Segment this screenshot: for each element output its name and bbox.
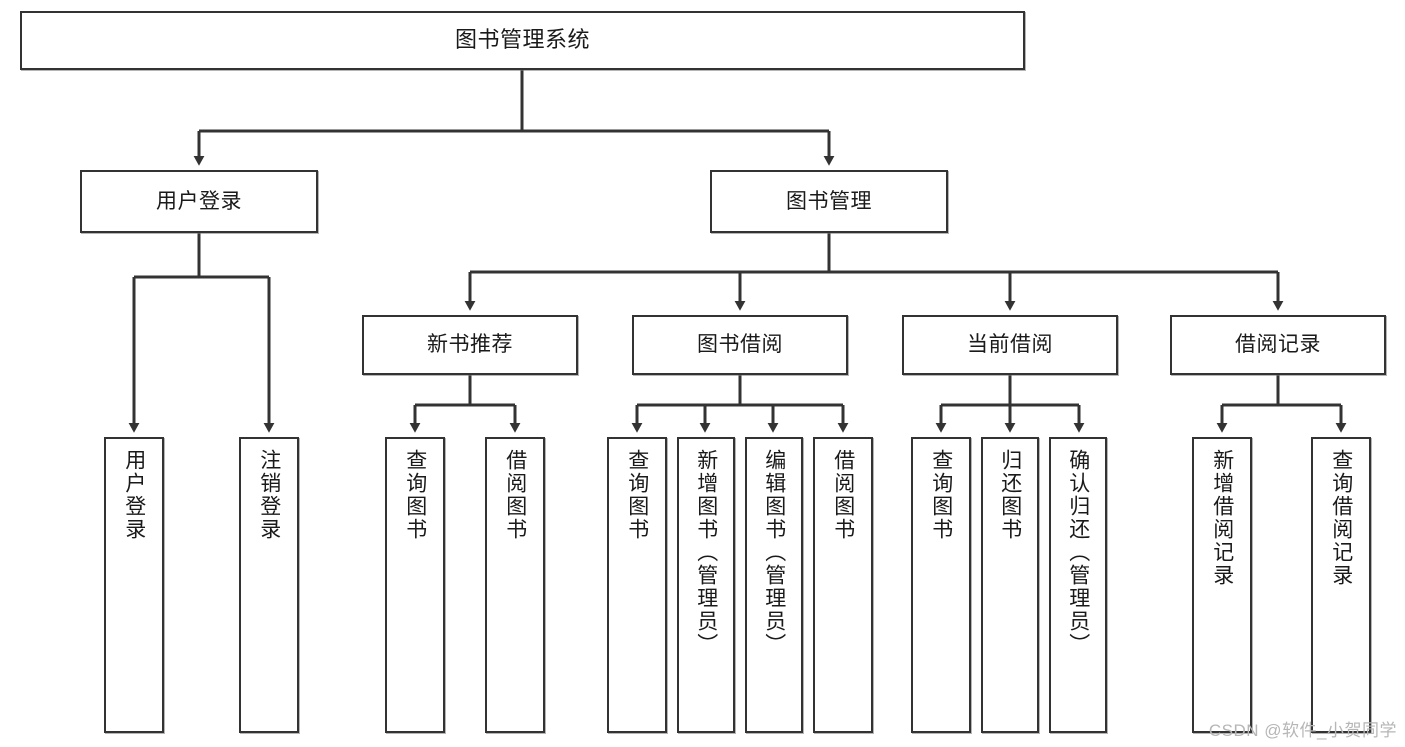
node-book-manage[interactable]: 图书管理 [710,170,948,233]
node-borrow-record-label: 借阅记录 [1235,333,1321,357]
node-leaf-return-book[interactable]: 归还图书 [981,437,1039,733]
node-leaf-return-book-label: 归还图书 [998,449,1022,541]
node-leaf-borrow-book-1[interactable]: 借阅图书 [485,437,545,733]
node-leaf-add-book[interactable]: 新增图书（管理员） [677,437,735,733]
node-leaf-borrow-book-2-label: 借阅图书 [831,449,855,541]
node-leaf-query-book-3[interactable]: 查询图书 [911,437,971,733]
node-leaf-user-logout[interactable]: 注销登录 [239,437,299,733]
watermark: CSDN @软件_小贺同学 [1208,721,1397,740]
node-leaf-add-book-label: 新增图书（管理员） [694,449,718,656]
node-leaf-confirm-return[interactable]: 确认归还（管理员） [1049,437,1107,733]
node-leaf-user-login-label: 用户登录 [122,449,146,541]
node-root-label: 图书管理系统 [454,27,590,53]
node-book-borrow-label: 图书借阅 [697,333,783,357]
node-leaf-add-record-label: 新增借阅记录 [1210,449,1234,587]
node-leaf-edit-book[interactable]: 编辑图书（管理员） [745,437,803,733]
node-root[interactable]: 图书管理系统 [20,11,1025,70]
node-new-book-recommend[interactable]: 新书推荐 [362,315,578,375]
node-borrow-record[interactable]: 借阅记录 [1170,315,1386,375]
node-leaf-borrow-book-1-label: 借阅图书 [503,449,527,541]
node-leaf-query-record-label: 查询借阅记录 [1329,449,1353,587]
node-leaf-query-book-1[interactable]: 查询图书 [385,437,445,733]
node-leaf-user-logout-label: 注销登录 [257,449,281,541]
node-leaf-query-book-1-label: 查询图书 [403,449,427,541]
node-leaf-user-login[interactable]: 用户登录 [104,437,164,733]
node-leaf-query-book-2-label: 查询图书 [625,449,649,541]
node-book-manage-label: 图书管理 [786,189,872,213]
node-leaf-query-book-2[interactable]: 查询图书 [607,437,667,733]
node-leaf-add-record[interactable]: 新增借阅记录 [1192,437,1252,733]
node-book-borrow[interactable]: 图书借阅 [632,315,848,375]
node-current-borrow-label: 当前借阅 [967,333,1053,357]
node-leaf-query-book-3-label: 查询图书 [929,449,953,541]
node-new-book-recommend-label: 新书推荐 [427,333,513,357]
node-user-login-label: 用户登录 [156,189,242,213]
node-leaf-query-record[interactable]: 查询借阅记录 [1311,437,1371,733]
node-current-borrow[interactable]: 当前借阅 [902,315,1118,375]
node-user-login[interactable]: 用户登录 [80,170,318,233]
node-leaf-edit-book-label: 编辑图书（管理员） [762,449,786,656]
node-leaf-confirm-return-label: 确认归还（管理员） [1066,449,1090,656]
node-leaf-borrow-book-2[interactable]: 借阅图书 [813,437,873,733]
